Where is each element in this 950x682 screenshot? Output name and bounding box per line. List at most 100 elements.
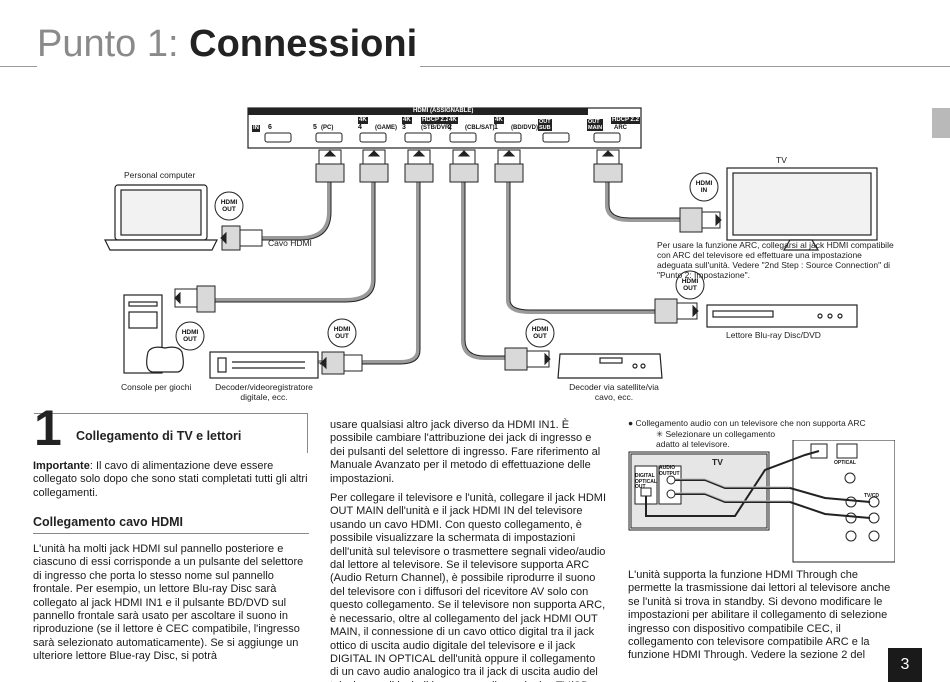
port-4-num: 4: [358, 124, 362, 131]
label-tv: TV: [776, 155, 787, 165]
section-header-box: [34, 413, 308, 453]
panel-arc: ARC: [614, 125, 627, 131]
audio-cables: [645, 450, 871, 519]
plug-at-tv: [679, 207, 722, 233]
panel-in-label: IN: [252, 125, 260, 132]
port-jack-out-sub: [542, 132, 570, 143]
cable-satellite: [461, 180, 507, 360]
badge-console-hdmi-out: HDMI OUT: [181, 329, 199, 343]
plug-1: [494, 149, 524, 183]
receiver-antenna-jack: [844, 472, 856, 484]
tv-drawing: [726, 167, 878, 251]
receiver-jack-3: [868, 530, 880, 542]
diagram-graphics: [104, 107, 878, 379]
cable-tv: [605, 180, 682, 222]
receiver-optical-block: [836, 443, 858, 459]
arc-optical-label: OPTICAL: [834, 460, 856, 466]
receiver-jack-4: [845, 530, 857, 542]
badge-pc-hdmi-out: HDMI OUT: [220, 199, 238, 213]
receiver-tvcd-r: [868, 512, 880, 524]
subsection-rule: [33, 533, 309, 534]
label-cable: Cavo HDMI: [268, 238, 312, 248]
audio-cable-highlight: [675, 478, 790, 502]
badge-bluray-hdmi-out: HDMI OUT: [681, 278, 699, 292]
important-text: : Il cavo di alimentazione deve essere c…: [33, 460, 308, 499]
port-2-num: 2: [448, 124, 452, 131]
cable-bluray: [506, 180, 657, 314]
important-paragraph: Importante: Il cavo di alimentazione dev…: [33, 460, 309, 500]
column-3: L'unità supporta la funzione HDMI Throug…: [628, 569, 900, 669]
panel-out-main: OUT MAIN: [587, 119, 603, 131]
title-main: Connessioni: [189, 23, 418, 65]
side-tab: [932, 108, 950, 138]
connection-diagram: HDMI (ASSIGNABLE) IN 6 5 (PC) 4K 4 (GAME…: [0, 100, 950, 410]
header-rule-left: [0, 66, 37, 67]
console-drawing: [123, 294, 184, 374]
label-satellite: Decoder via satellite/via cavo, ecc.: [569, 382, 659, 402]
panel-out-sub: OUT SUB: [538, 119, 552, 131]
plug-at-console: [174, 285, 216, 313]
plug-2: [449, 149, 479, 183]
page-title: Punto 1: Connessioni: [37, 22, 417, 66]
section-title: Collegamento di TV e lettori: [76, 429, 242, 443]
satellite-drawing: [557, 353, 663, 379]
port-jack-6: [264, 132, 292, 143]
plug-5: [315, 149, 345, 183]
cable-console: [213, 180, 375, 302]
arc-diagram-note: ● Collegamento audio con un televisore c…: [628, 418, 866, 428]
arc-audio-out-label: AUDIO OUTPUT: [659, 465, 680, 477]
header-rule-right: [420, 66, 950, 67]
receiver-jack-1: [845, 496, 857, 508]
port-1-tag-4k: 4K: [494, 117, 504, 124]
badge-satellite-hdmi-out: HDMI OUT: [531, 326, 549, 340]
arc-tv-label-text: TV: [712, 457, 723, 467]
callout-pc: [214, 191, 244, 221]
device-plugs: [174, 207, 722, 375]
tv-audio-jack-l: [666, 475, 676, 485]
arc-tvcd-label: TV/CD: [864, 493, 879, 499]
hdmi-port-jacks: [264, 132, 621, 143]
port-jack-out-main: [593, 132, 621, 143]
plug-out-main: [593, 149, 623, 183]
port-3-tag-4k: 4K: [402, 117, 412, 124]
label-bluray: Lettore Blu-ray Disc/DVD: [726, 330, 821, 340]
col2-paragraph-2: Per collegare il televisore e l'unità, c…: [330, 492, 606, 682]
col1-paragraph: L'unità ha molti jack HDMI sul pannello …: [33, 543, 304, 663]
arc-diagram-sub: ✳ Selezionare un collegamento adatto al …: [656, 429, 776, 449]
panel-hdmi-title: HDMI (ASSIGNABLE): [412, 108, 475, 115]
port-1-num: 1: [494, 124, 498, 131]
important-label: Importante: [33, 460, 90, 472]
arc-diagram-graphics: [628, 440, 895, 563]
subsection-title: Collegamento cavo HDMI: [33, 515, 184, 529]
callout-decoder: [327, 318, 357, 348]
plug-3: [404, 149, 434, 183]
plug-at-decoder: [320, 351, 363, 375]
column-1-body: L'unità ha molti jack HDMI sul pannello …: [33, 543, 309, 670]
decoder-drawing: [209, 351, 319, 379]
col3-paragraph: L'unità supporta la funzione HDMI Throug…: [628, 569, 891, 662]
cable-outlines: [215, 182, 680, 365]
port-3-name: (STB/DVR): [421, 125, 452, 131]
badge-decoder-hdmi-out: HDMI OUT: [333, 326, 351, 340]
port-5-name: (PC): [321, 125, 334, 131]
callout-satellite: [525, 318, 555, 348]
col2-paragraph-1: usare qualsiasi altro jack diverso da HD…: [330, 419, 601, 485]
port-3-tag-hdcp: HDCP 2.2: [421, 117, 450, 124]
hdmi-cables: [213, 180, 682, 364]
section-number: 1: [34, 400, 62, 456]
page-number: 3: [888, 648, 922, 682]
port-2-name: (CBL/SAT): [465, 125, 495, 131]
laptop-drawing: [104, 184, 218, 251]
panel-plugs: [315, 149, 623, 183]
bluray-drawing: [706, 304, 858, 328]
callout-console: [175, 321, 205, 351]
receiver-jack-2: [845, 512, 857, 524]
port-1-name: (BD/DVD): [511, 125, 538, 131]
column-2: usare qualsiasi altro jack diverso da HD…: [330, 419, 606, 682]
tv-audio-jack-r: [666, 489, 676, 499]
callout-bluray: [675, 270, 705, 300]
port-jack-2: [449, 132, 477, 143]
plug-at-pc: [220, 225, 263, 251]
label-console: Console per giochi: [121, 382, 192, 392]
plug-at-bluray: [654, 298, 699, 324]
